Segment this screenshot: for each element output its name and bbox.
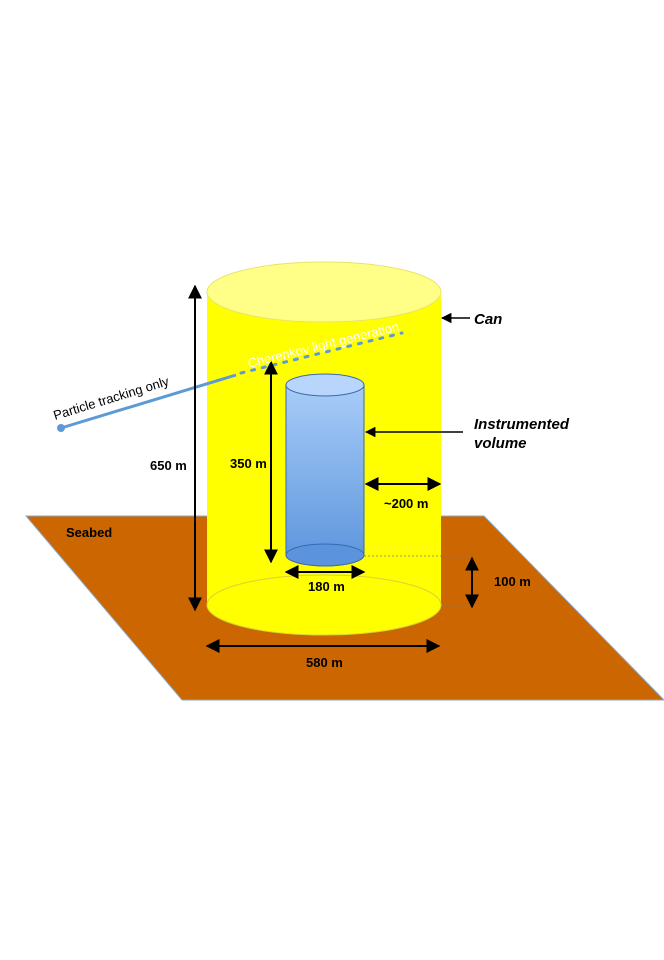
- instrumented-label-line1: Instrumented: [474, 416, 570, 433]
- seabed-label: Seabed: [66, 525, 112, 540]
- instrumented-label-line2: volume: [474, 435, 527, 452]
- can-top: [206, 261, 442, 323]
- diameter-instrumented-label: 180 m: [308, 579, 345, 594]
- diameter-can-label: 580 m: [306, 655, 343, 670]
- particle-track-line: [60, 373, 237, 430]
- height-can-label: 650 m: [150, 458, 187, 473]
- can-label: Can: [474, 311, 502, 328]
- particle-origin-dot: [57, 424, 65, 432]
- instrumented-volume-body: [285, 384, 365, 567]
- particle-tracking-label: Particle tracking only: [51, 373, 171, 423]
- instrumented-volume-bottom: [285, 543, 365, 567]
- instrumented-volume-top: [285, 373, 365, 397]
- elevation-label: 100 m: [494, 574, 531, 589]
- gap-label: ~200 m: [384, 496, 428, 511]
- height-instrumented-label: 350 m: [230, 456, 267, 471]
